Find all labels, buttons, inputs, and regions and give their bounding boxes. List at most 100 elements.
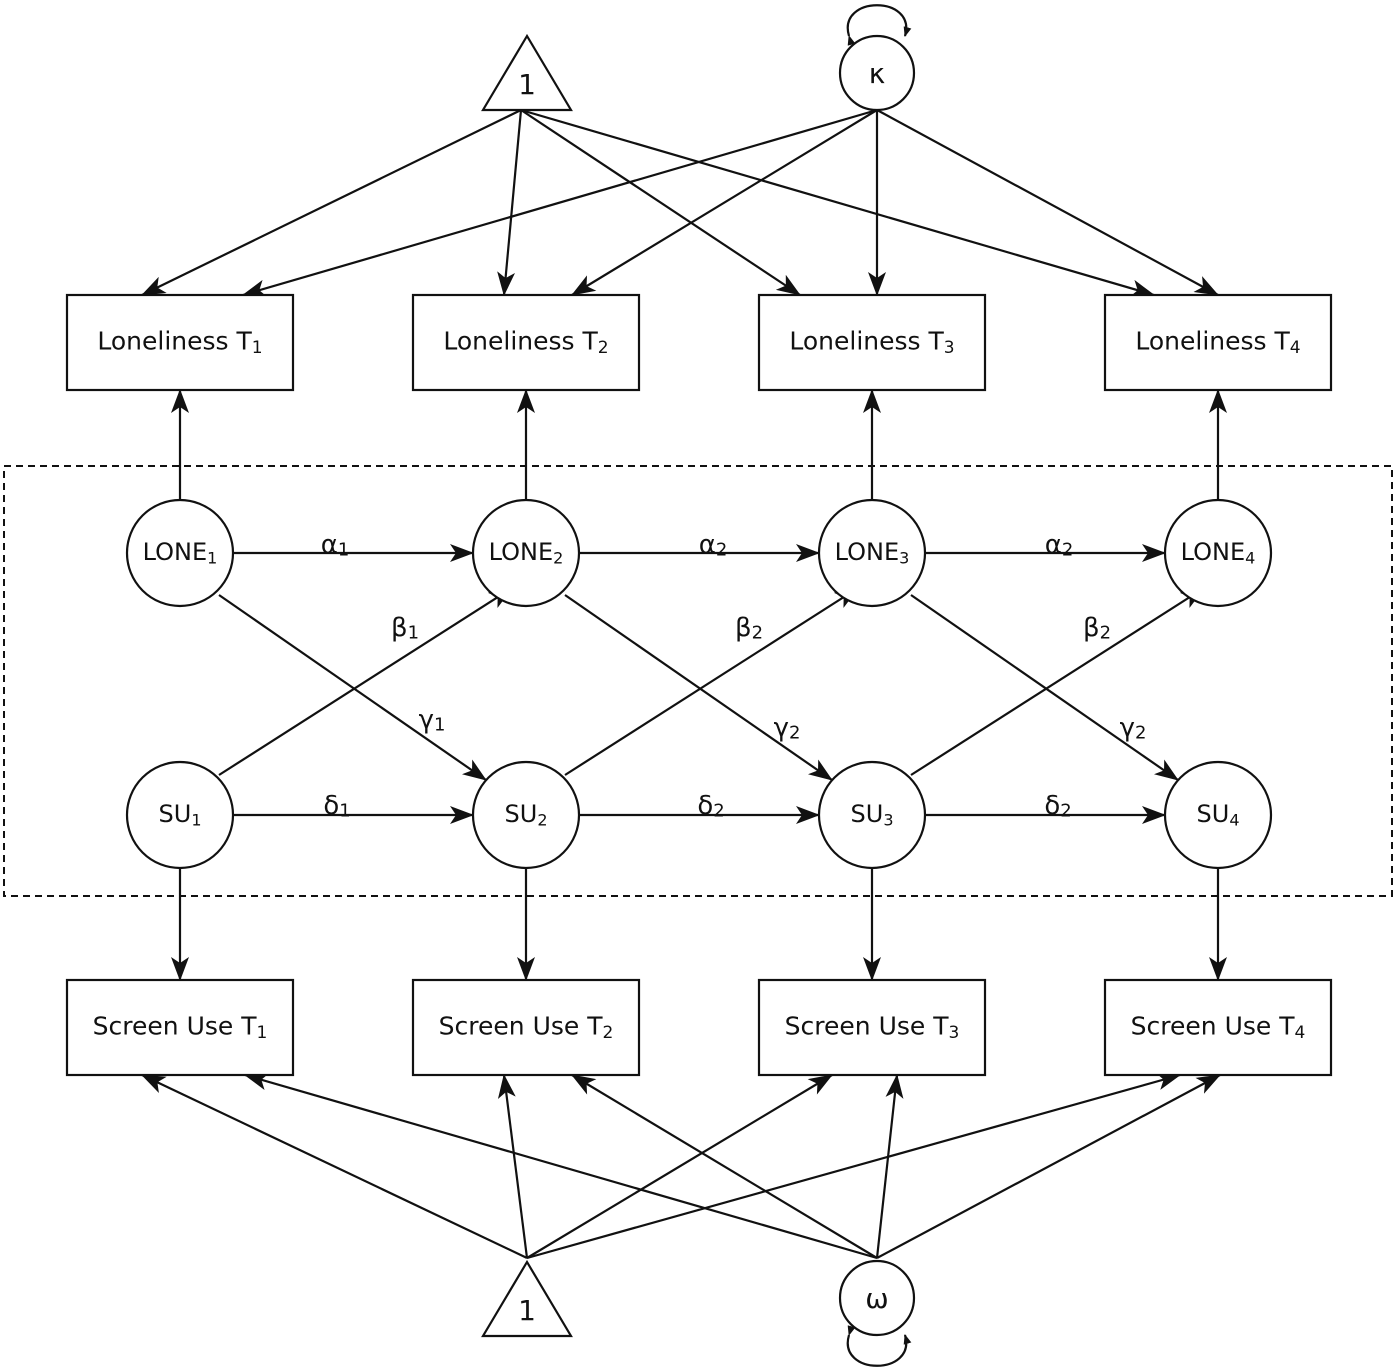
loneliness-indicator-label-subscript: 4 — [1290, 338, 1301, 358]
lone-latent-l2: LONE2 — [471, 498, 581, 608]
path-label-b2-base: β — [735, 613, 752, 643]
screen-use-indicator-box — [411, 978, 641, 1077]
path-label-a3-subscript: 2 — [1062, 540, 1073, 561]
path-label-d2-base: δ — [697, 791, 713, 821]
path-label-b1-subscript: 1 — [408, 623, 419, 644]
screen-use-indicator-label-base: Screen Use T — [785, 1012, 950, 1041]
screen-use-indicator-box — [65, 978, 295, 1077]
factor-label: κ — [869, 57, 886, 90]
su-latent-circle — [817, 760, 927, 870]
su-latent-s4: SU4 — [1163, 760, 1273, 870]
loneliness-indicator-label-subscript: 1 — [252, 338, 263, 358]
edge-l1-to-s2 — [218, 594, 487, 781]
screen-use-indicator-label-subscript: 3 — [949, 1023, 960, 1043]
edge-w-to-st2 — [571, 1074, 878, 1259]
path-label-d3-base: δ — [1044, 791, 1060, 821]
edge-c_bottom-to-st4 — [526, 1072, 1181, 1260]
loneliness-indicator-label-base: Loneliness T — [1135, 327, 1290, 356]
factor-label: ω — [865, 1282, 888, 1315]
screen-use-indicator-box — [757, 978, 987, 1077]
su-latent-label-base: SU — [1197, 800, 1230, 828]
lone-latent-l3: LONE3 — [817, 498, 927, 608]
edge-s3-to-l4 — [910, 587, 1205, 776]
lone-latent-label: LONE3 — [835, 538, 910, 567]
latent-structure-frame — [3, 465, 1393, 897]
path-label-g3: γ2 — [1120, 713, 1147, 744]
loneliness-indicator-lt4: Loneliness T4 — [1103, 293, 1333, 392]
path-label-d1-base: δ — [323, 791, 339, 821]
lone-latent-circle — [817, 498, 927, 608]
su-latent-circle — [125, 760, 235, 870]
constant-c-top: 1 — [481, 33, 573, 112]
lone-latent-l1: LONE1 — [125, 498, 235, 608]
factor-k: κ — [838, 34, 916, 112]
screen-use-indicator-label: Screen Use T4 — [1131, 1012, 1306, 1044]
path-label-d3-subscript: 2 — [1060, 801, 1071, 822]
path-label-d1: δ1 — [323, 791, 350, 822]
su-latent-label: SU1 — [159, 800, 202, 829]
lone-latent-label: LONE2 — [489, 538, 564, 567]
screen-use-indicator-label: Screen Use T1 — [93, 1012, 268, 1044]
factor-w: ω — [838, 1259, 916, 1337]
loneliness-indicator-label: Loneliness T2 — [443, 327, 608, 359]
variance-loop-w — [846, 1325, 912, 1367]
path-label-g2-base: γ — [774, 713, 789, 743]
path-label-g3-base: γ — [1120, 713, 1135, 743]
path-label-a2-subscript: 2 — [716, 540, 727, 561]
path-label-g3-subscript: 2 — [1135, 723, 1146, 744]
edge-l2-to-s3 — [564, 594, 833, 781]
edge-c_bottom-to-st2 — [497, 1074, 529, 1259]
constant-label: 1 — [518, 68, 536, 101]
edge-c_top-to-lt2 — [497, 109, 523, 296]
loneliness-indicator-label-base: Loneliness T — [443, 327, 598, 356]
lone-latent-label-base: LONE — [1181, 538, 1246, 566]
screen-use-indicator-label-base: Screen Use T — [93, 1012, 258, 1041]
lone-latent-circle — [471, 498, 581, 608]
su-latent-s3: SU3 — [817, 760, 927, 870]
edge-w-to-st1 — [244, 1072, 878, 1260]
path-label-b3-subscript: 2 — [1100, 623, 1111, 644]
screen-use-indicator-label-base: Screen Use T — [1131, 1012, 1296, 1041]
su-latent-label-base: SU — [505, 800, 538, 828]
lone-latent-label-subscript: 3 — [899, 548, 909, 567]
path-label-a1: α1 — [321, 530, 350, 561]
lone-latent-label-subscript: 4 — [1245, 548, 1255, 567]
loneliness-indicator-label-base: Loneliness T — [97, 327, 252, 356]
lone-latent-label-base: LONE — [489, 538, 554, 566]
path-label-a1-base: α — [321, 530, 338, 560]
su-latent-label-subscript: 2 — [537, 810, 547, 829]
edge-c_top-to-lt1 — [141, 109, 522, 296]
loneliness-indicator-label-base: Loneliness T — [789, 327, 944, 356]
loneliness-indicator-box — [411, 293, 641, 392]
su-latent-label: SU4 — [1197, 800, 1240, 829]
screen-use-indicator-box — [1103, 978, 1333, 1077]
constant-label: 1 — [518, 1294, 536, 1327]
edge-s2-to-l3 — [564, 587, 859, 776]
edge-c_top-to-lt3 — [520, 109, 801, 296]
screen-use-indicator-label: Screen Use T3 — [785, 1012, 960, 1044]
path-label-b1-base: β — [391, 613, 408, 643]
lone-latent-label-base: LONE — [835, 538, 900, 566]
su-latent-label-base: SU — [159, 800, 192, 828]
loneliness-indicator-label-subscript: 3 — [944, 338, 955, 358]
edge-k-to-lt2 — [571, 109, 878, 296]
edge-k-to-lt4 — [876, 109, 1219, 296]
loneliness-indicator-label-subscript: 2 — [598, 338, 609, 358]
lone-latent-circle — [125, 498, 235, 608]
lone-latent-label: LONE1 — [143, 538, 218, 567]
path-label-d2-subscript: 2 — [713, 801, 724, 822]
loneliness-indicator-box — [1103, 293, 1333, 392]
screen-use-indicator-label: Screen Use T2 — [439, 1012, 614, 1044]
lone-latent-circle — [1163, 498, 1273, 608]
loneliness-indicator-lt1: Loneliness T1 — [65, 293, 295, 392]
edge-c_bottom-to-st1 — [141, 1074, 528, 1259]
screen-use-indicator-label-base: Screen Use T — [439, 1012, 604, 1041]
edge-k-to-lt1 — [242, 108, 878, 298]
path-label-g2: γ2 — [774, 713, 801, 744]
screen-use-indicator-st2: Screen Use T2 — [411, 978, 641, 1077]
su-latent-label-subscript: 3 — [883, 810, 893, 829]
su-latent-label-base: SU — [851, 800, 884, 828]
path-label-a2: α2 — [699, 530, 728, 561]
edge-w-to-st4 — [876, 1074, 1221, 1259]
